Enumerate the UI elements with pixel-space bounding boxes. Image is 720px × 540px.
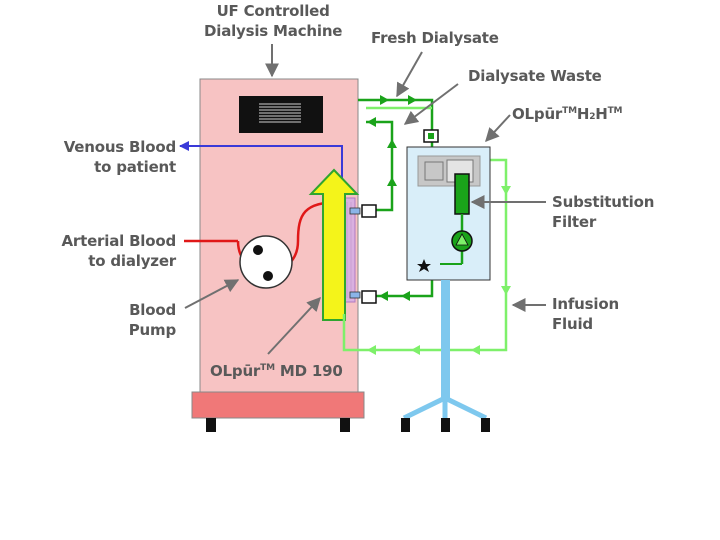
arrow-icon — [403, 83, 459, 125]
arrow-icon — [485, 114, 511, 143]
callout-arrows — [184, 44, 546, 355]
arrow-icon — [396, 51, 423, 98]
arterial-blood-label: Arterial Blood to dialyzer — [61, 232, 177, 270]
infusion-fluid-arrows — [367, 186, 511, 355]
screen-vent-icon — [239, 96, 323, 133]
infusion-fluid-label: Infusion Fluid — [552, 295, 619, 333]
substitution-filter-label: Substitution Filter — [552, 193, 655, 231]
olpur-h2h-label: OLpūrTMH2HTM — [512, 105, 623, 123]
uf-machine-label: UF Controlled Dialysis Machine — [204, 2, 343, 40]
arrow-icon — [184, 279, 240, 309]
h2h-module — [361, 129, 491, 304]
machine-foot-left — [206, 418, 216, 432]
dialysate-waste-label: Dialysate Waste — [468, 67, 602, 85]
venous-blood-label: Venous Blood to patient — [63, 138, 177, 176]
connector-icon — [361, 204, 377, 218]
blood-pump-label: Blood Pump — [128, 301, 176, 339]
arrow-icon — [267, 296, 321, 355]
blood-pump-icon — [239, 235, 293, 289]
substitution-filter-icon — [454, 173, 470, 215]
iv-pole — [401, 280, 490, 432]
infusion-fluid-line — [342, 106, 508, 352]
machine-foot-right — [340, 418, 350, 432]
olpur-md190-label: OLpūrTM MD 190 — [210, 362, 343, 380]
fresh-dialysate-label: Fresh Dialysate — [371, 29, 499, 47]
machine-base — [191, 391, 365, 419]
connector-icon — [361, 290, 377, 304]
star-icon — [417, 259, 431, 272]
flow-direction-arrow-icon — [308, 168, 360, 321]
infusion-pump-icon — [451, 230, 473, 252]
